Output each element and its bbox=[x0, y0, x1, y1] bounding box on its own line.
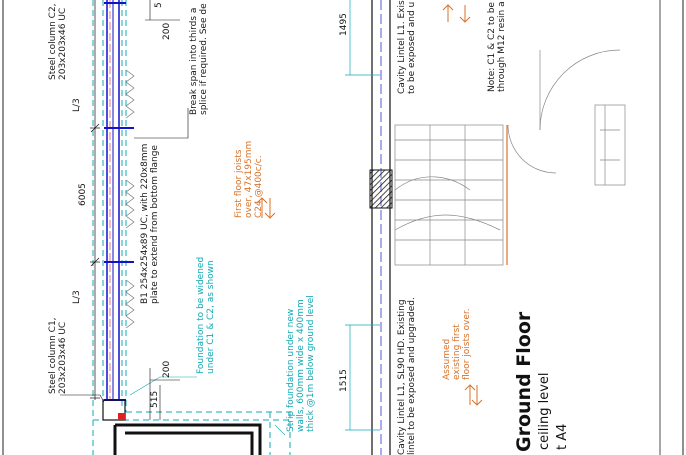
staircase bbox=[394, 124, 504, 266]
break-line-mid bbox=[125, 179, 135, 229]
steel-beam-b1 bbox=[104, 0, 134, 401]
label-lintel-l1-top: Cavity Lintel L1. Existi to be exposed a… bbox=[397, 0, 417, 94]
label-first-floor-joists: First floor joists over, 47x195mm C24 @4… bbox=[234, 140, 264, 218]
title-sheet: t A4 bbox=[555, 423, 570, 450]
dim-200-bottom: 200 bbox=[162, 360, 172, 378]
dim-1495: 1495 bbox=[339, 13, 349, 36]
dimension-200-marks bbox=[145, 0, 180, 420]
title-ground-floor: Ground Floor bbox=[513, 311, 535, 452]
foundation-outline bbox=[92, 0, 291, 455]
existing-wall bbox=[369, 0, 393, 455]
label-lintel-l1-bottom: Cavity Lintel L1, SL90 HD. Existing lint… bbox=[397, 297, 417, 455]
label-foundation-widened: Foundation to be widened under C1 & C2, … bbox=[196, 256, 216, 374]
dim-200-top: 200 bbox=[162, 22, 172, 40]
dimension-lines-cyan bbox=[345, 0, 380, 431]
label-steel-column-c1: Steel column C1, 203x203x46 UC bbox=[48, 317, 68, 394]
joist-arrow-top bbox=[442, 4, 471, 23]
dim-1515: 1515 bbox=[339, 369, 349, 392]
external-wall bbox=[113, 423, 262, 455]
label-assumed-joists: Assumed existing first floor joists over… bbox=[442, 308, 472, 380]
leader-break-span bbox=[134, 108, 189, 139]
leader-foundation bbox=[129, 376, 197, 396]
label-strip-foundation: Strip foundation under new walls, 600mm … bbox=[286, 295, 316, 432]
leader-strip bbox=[274, 424, 286, 436]
dim-515: 515 bbox=[150, 390, 160, 408]
dim-5-partial: 5 bbox=[154, 2, 164, 8]
joist-arrow-first-floor bbox=[256, 197, 276, 219]
column-marker bbox=[118, 413, 125, 420]
dimension-6005 bbox=[90, 0, 100, 400]
break-line-low bbox=[125, 279, 135, 329]
break-line-top bbox=[125, 69, 135, 119]
label-break-span: Break span into thirds a splice if requi… bbox=[189, 3, 209, 115]
leader-c1 bbox=[60, 394, 105, 403]
label-l3-bottom: L/3 bbox=[72, 290, 82, 304]
label-beam-b1: B1 254x254x89 UC, with 220x8mm plate to … bbox=[140, 143, 160, 304]
label-l3-top: L/3 bbox=[72, 98, 82, 112]
joist-arrow-assumed bbox=[464, 384, 483, 406]
steel-column-c1 bbox=[102, 399, 126, 421]
label-note-c1-c2: Note: C1 & C2 to be through M12 resin a bbox=[487, 1, 507, 92]
dim-6005: 6005 bbox=[78, 183, 88, 206]
door bbox=[507, 49, 626, 186]
label-steel-column-c2: Steel column C2, 203x203x46 UC bbox=[48, 3, 68, 80]
title-ceiling-level: ceiling level bbox=[537, 372, 552, 450]
